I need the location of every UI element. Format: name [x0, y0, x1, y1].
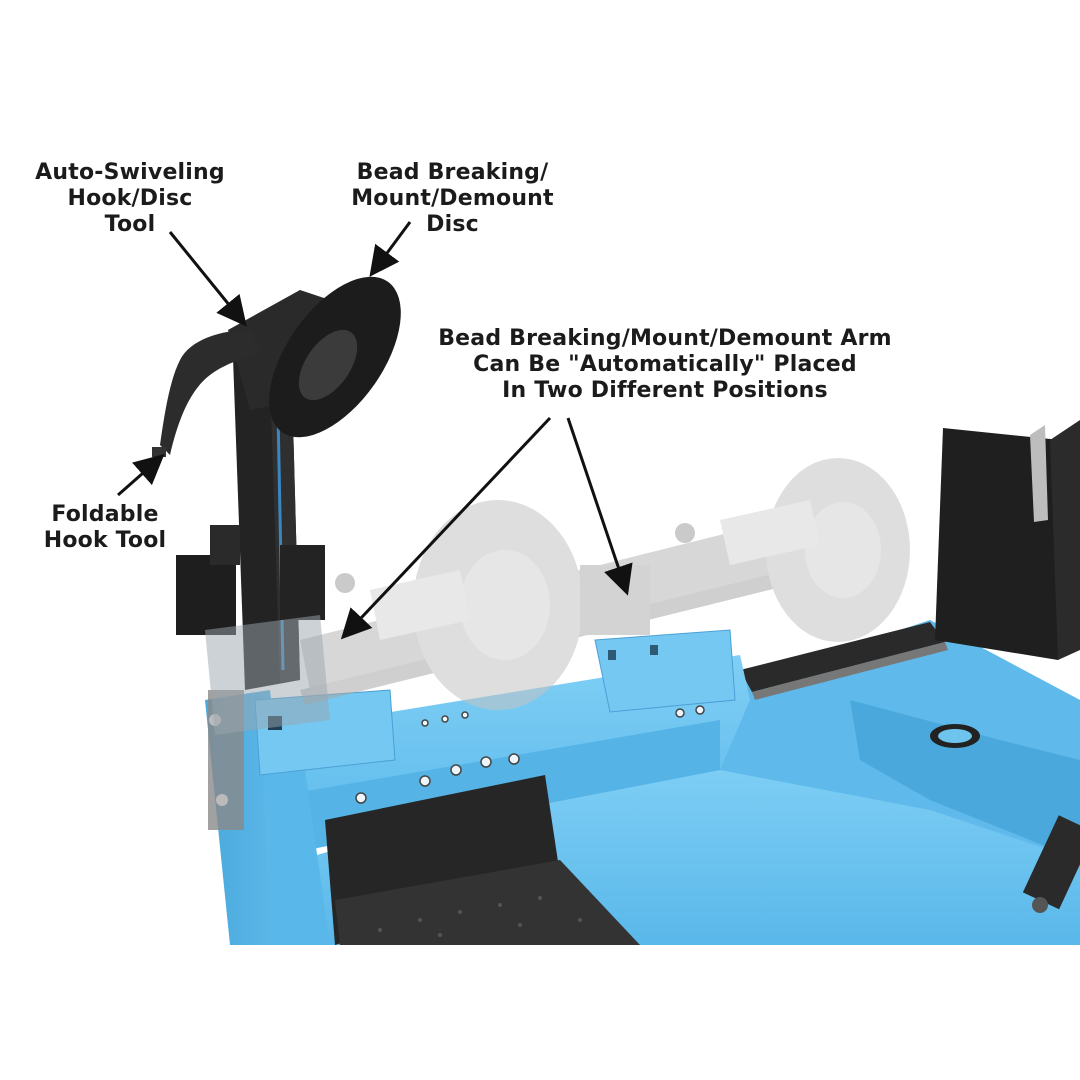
machine-base [205, 620, 1080, 945]
callout-line: Disc [426, 212, 479, 237]
callout-arm-two-positions: Bead Breaking/Mount/Demount Arm Can Be "… [415, 326, 915, 404]
callout-line: Hook/Disc [67, 186, 193, 211]
ghost-arm-positions [300, 458, 910, 710]
callout-line: Bead Breaking/ [356, 160, 549, 185]
callout-line: In Two Different Positions [502, 378, 828, 403]
callout-line: Mount/Demount [351, 186, 554, 211]
callout-line: Can Be "Automatically" Placed [473, 352, 857, 377]
tool-holder [935, 420, 1080, 660]
callout-line: Foldable [51, 502, 159, 527]
callout-line: Tool [104, 212, 156, 237]
callout-bead-breaking-disc: Bead Breaking/ Mount/Demount Disc [340, 160, 565, 238]
callout-line: Auto-Swiveling [35, 160, 225, 185]
tool-head [152, 276, 401, 735]
callout-arrows [117, 221, 633, 640]
callout-line: Bead Breaking/Mount/Demount Arm [438, 326, 892, 351]
callout-line: Hook Tool [43, 528, 167, 553]
callout-foldable-hook-tool: Foldable Hook Tool [35, 502, 175, 554]
callout-auto-swiveling-hook-disc-tool: Auto-Swiveling Hook/Disc Tool [30, 160, 230, 238]
